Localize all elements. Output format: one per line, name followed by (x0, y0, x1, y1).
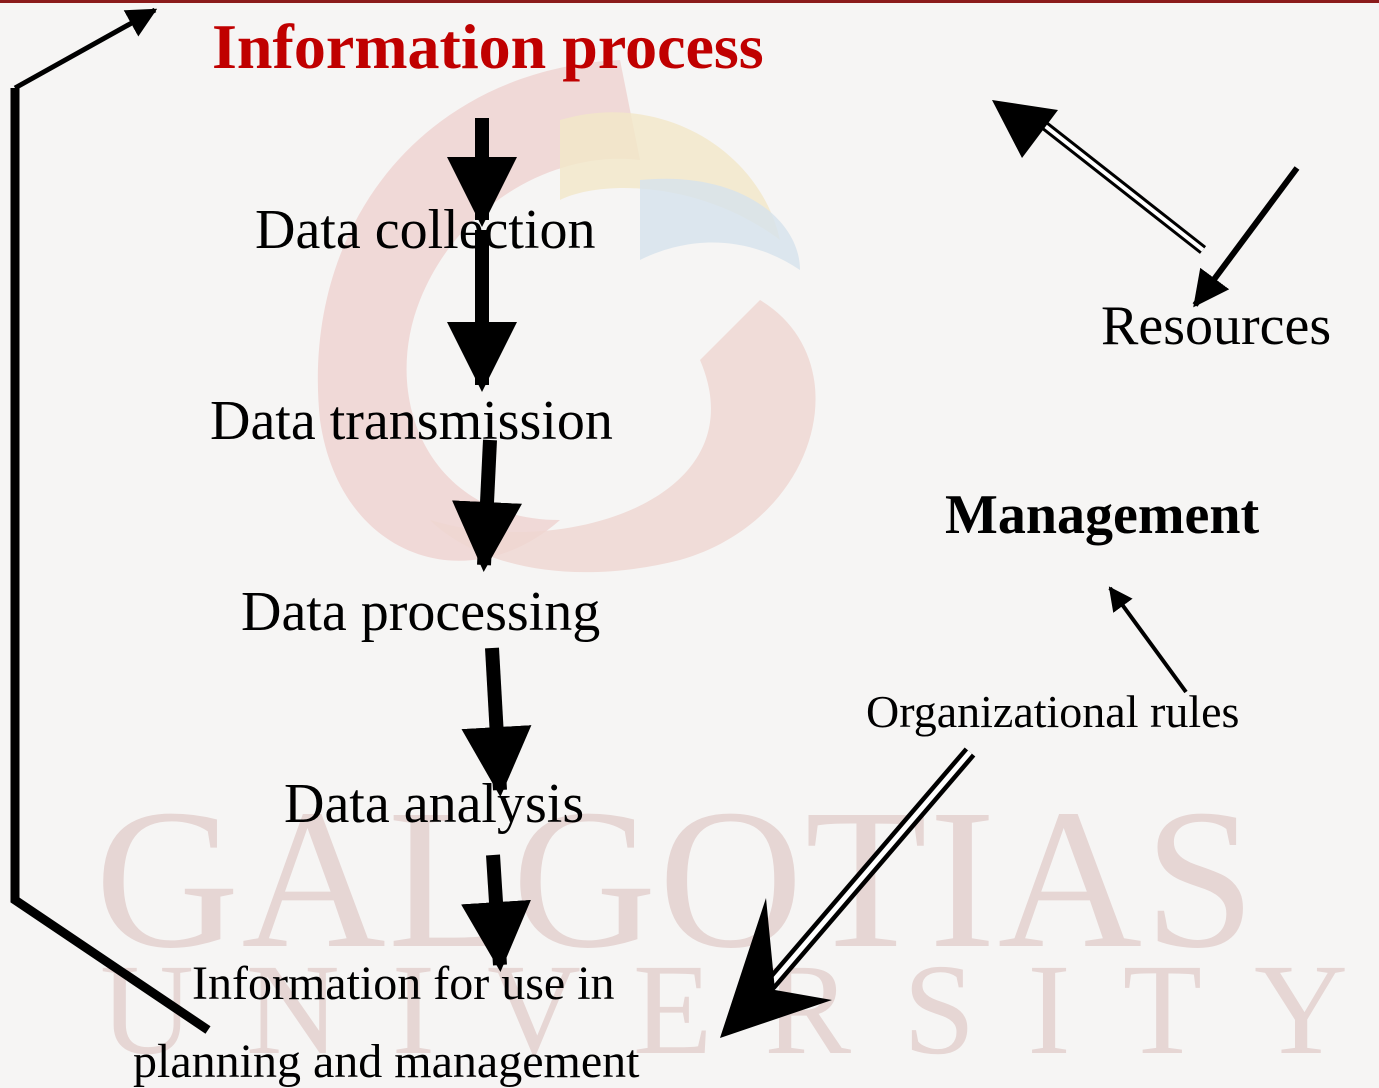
step-data-processing: Data processing (241, 581, 601, 643)
watermark-subtitle: UNIVERSITY (100, 935, 1379, 1085)
resources-arrow (1192, 166, 1300, 308)
rules-to-management-arrow (1108, 586, 1188, 694)
organizational-rules-label: Organizational rules (866, 686, 1240, 737)
step-data-transmission: Data transmission (210, 390, 613, 452)
resources-label: Resources (1101, 295, 1332, 357)
top-border (0, 0, 1379, 3)
feedback-loop-arrow (13, 7, 158, 91)
rules-to-information-arrow (720, 747, 976, 1038)
feedback-loop-line (10, 88, 211, 1034)
watermark-title: GALGOTIAS (95, 769, 1258, 990)
flow-arrow-4 (461, 647, 532, 797)
diagram-title: Information process (212, 11, 764, 82)
resources-double-arrow (992, 100, 1207, 254)
step-data-analysis: Data analysis (284, 773, 585, 835)
step-data-collection: Data collection (255, 199, 596, 261)
flow-arrow-5 (461, 854, 531, 972)
step-information-line-1: Information for use in (192, 957, 615, 1010)
management-label: Management (945, 484, 1260, 546)
flow-arrow-3 (452, 439, 522, 572)
step-information-line-2: planning and management (133, 1035, 640, 1088)
